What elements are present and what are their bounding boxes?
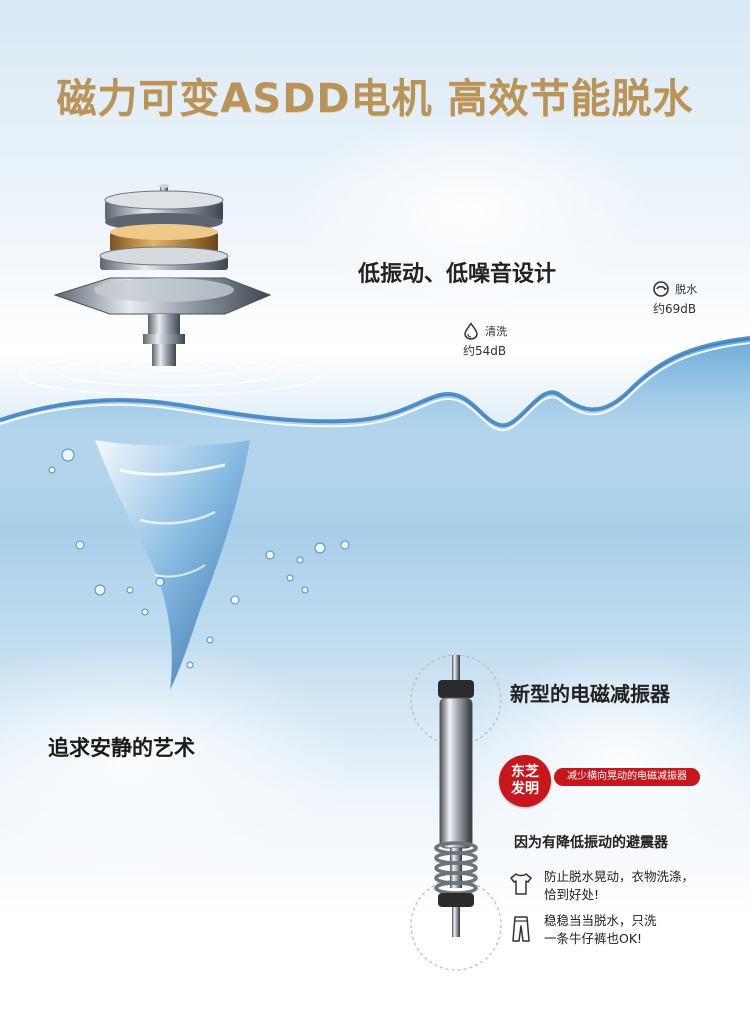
water-body — [0, 338, 750, 700]
water-drop-icon — [464, 321, 478, 340]
wave-crest — [0, 336, 750, 428]
tagline: 追求安静的艺术 — [48, 736, 195, 760]
subtitle: 低振动、低噪音设计 — [358, 262, 557, 287]
wash-noise-readout: 清洗 约54dB — [462, 320, 507, 359]
spin-icon — [653, 280, 669, 297]
spin-label: 脱水 — [675, 282, 698, 296]
benefit-jeans-line-1: 稳稳当当脱水，只洗 — [544, 913, 657, 928]
badge-line-2: 发明 — [511, 781, 539, 797]
wash-label: 清洗 — [485, 324, 508, 338]
damper-pill-label: 减少横向晃动的电磁减振器 — [554, 768, 700, 786]
benefit-shirt-line-2: 恰到好处! — [544, 887, 600, 902]
tshirt-icon — [510, 873, 532, 895]
wash-value: 约54dB — [462, 343, 507, 358]
badge-line-1: 东芝 — [511, 764, 539, 780]
spin-noise-readout: 脱水 约69dB — [652, 278, 697, 317]
asdd-motor — [53, 184, 272, 366]
water-vortex — [95, 440, 250, 690]
benefit-jeans-line-2: 一条牛仔裤也OK! — [544, 931, 643, 946]
spin-value: 约69dB — [652, 301, 697, 316]
jeans-icon — [512, 916, 530, 942]
headline: 磁力可变ASDD电机 高效节能脱水 — [56, 76, 694, 122]
benefit-shirt-line-1: 防止脱水晃动，衣物洗涤， — [544, 869, 695, 884]
electromagnetic-damper — [410, 654, 502, 971]
water-bubbles — [48, 448, 350, 669]
damper-note-heading: 因为有降低振动的避震器 — [514, 835, 668, 851]
toshiba-invention-badge: 东芝 发明 — [499, 755, 551, 807]
damper-title: 新型的电磁减振器 — [510, 682, 670, 706]
